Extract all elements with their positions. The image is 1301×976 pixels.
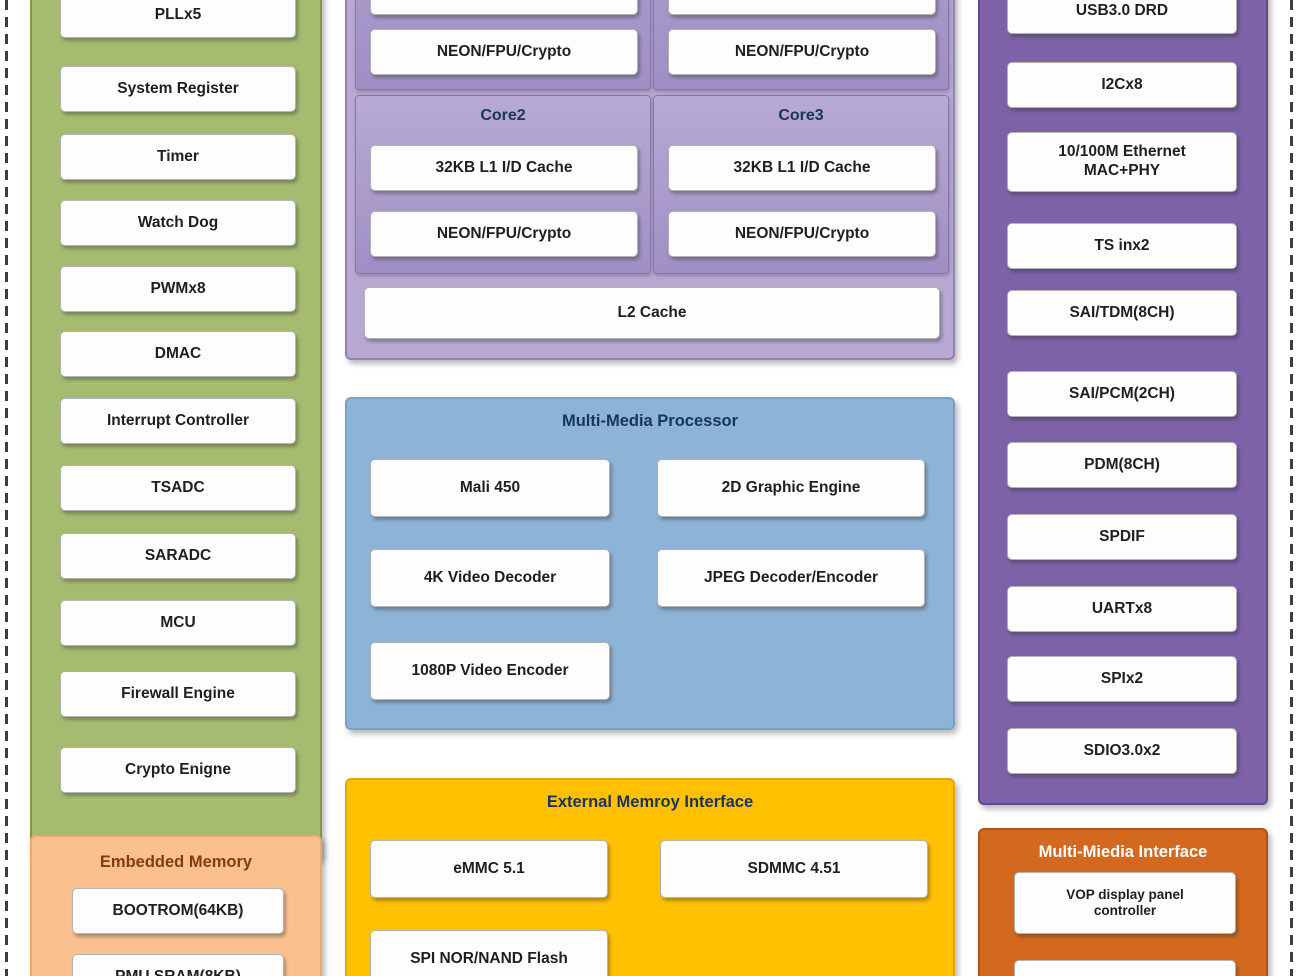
core3-subpanel: Core3 32KB L1 I/D Cache NEON/FPU/Crypto (653, 95, 949, 274)
connectivity-panel: USB3.0 DRD I2Cx8 10/100M Ethernet MAC+PH… (978, 0, 1268, 805)
block-sai-pcm: SAI/PCM(2CH) (1007, 371, 1237, 417)
block-mcu: MCU (60, 600, 296, 646)
core3-label: Core3 (778, 107, 824, 124)
block-core3-l1-cache: 32KB L1 I/D Cache (668, 145, 936, 191)
block-sai-tdm: SAI/TDM(8CH) (1007, 290, 1237, 336)
block-pllx5: PLLx5 (60, 0, 296, 38)
block-ethernet: 10/100M Ethernet MAC+PHY (1007, 132, 1237, 192)
block-tsadc: TSADC (60, 465, 296, 511)
block-l2-cache: L2 Cache (364, 287, 940, 339)
embedded-memory-panel: Embedded Memory BOOTROM(64KB) PMU SRAM(8… (30, 835, 322, 976)
block-core2-neon: NEON/FPU/Crypto (370, 211, 638, 257)
external-memory-title: External Memroy Interface (546, 792, 754, 811)
block-i2c: I2Cx8 (1007, 62, 1237, 108)
block-firewall-engine: Firewall Engine (60, 671, 296, 717)
block-1080p-video-encoder: 1080P Video Encoder (370, 642, 610, 700)
chip-boundary-right-line (1290, 0, 1293, 976)
block-pwmx8: PWMx8 (60, 266, 296, 312)
block-spi-nor-nand-flash: SPI NOR/NAND Flash (370, 930, 608, 976)
block-core3-neon: NEON/FPU/Crypto (668, 211, 936, 257)
block-uart: UARTx8 (1007, 586, 1237, 632)
block-2d-graphic-engine: 2D Graphic Engine (657, 459, 925, 517)
block-watch-dog: Watch Dog (60, 200, 296, 246)
block-core1-neon: NEON/FPU/Crypto (668, 29, 936, 75)
core2-subpanel: Core2 32KB L1 I/D Cache NEON/FPU/Crypto (355, 95, 651, 274)
chip-boundary-left-line (5, 0, 8, 976)
block-interrupt-controller: Interrupt Controller (60, 398, 296, 444)
block-pmu-sram: PMU SRAM(8KB) (72, 954, 284, 976)
block-saradc: SARADC (60, 533, 296, 579)
core0-subpanel: NEON/FPU/Crypto (355, 0, 651, 90)
core2-label: Core2 (480, 107, 526, 124)
block-core0-neon: NEON/FPU/Crypto (370, 29, 638, 75)
block-spi: SPIx2 (1007, 656, 1237, 702)
cpu-panel: NEON/FPU/Crypto NEON/FPU/Crypto Core2 32… (345, 0, 955, 360)
block-mali-450: Mali 450 (370, 459, 610, 517)
block-hdmi: HDMI 2.0 (1014, 960, 1236, 976)
block-sdio: SDIO3.0x2 (1007, 728, 1237, 774)
multimedia-interface-panel: Multi-Miedia Interface VOP display panel… (978, 828, 1268, 976)
block-vop-display-controller: VOP display panel controller (1014, 872, 1236, 934)
block-core0-l1-cache (370, 0, 638, 15)
multimedia-processor-title: Multi-Media Processor (561, 411, 739, 430)
block-usb3-drd: USB3.0 DRD (1007, 0, 1237, 34)
block-spdif: SPDIF (1007, 514, 1237, 560)
multimedia-interface-title: Multi-Miedia Interface (1038, 842, 1208, 861)
core1-subpanel: NEON/FPU/Crypto (653, 0, 949, 90)
block-crypto-engine: Crypto Enigne (60, 747, 296, 793)
block-core2-l1-cache: 32KB L1 I/D Cache (370, 145, 638, 191)
block-emmc: eMMC 5.1 (370, 840, 608, 898)
block-bootrom: BOOTROM(64KB) (72, 888, 284, 934)
block-timer: Timer (60, 134, 296, 180)
block-dmac: DMAC (60, 331, 296, 377)
block-jpeg-decoder-encoder: JPEG Decoder/Encoder (657, 549, 925, 607)
system-panel: PLLx5 System Register Timer Watch Dog PW… (30, 0, 322, 860)
block-system-register: System Register (60, 66, 296, 112)
block-pdm: PDM(8CH) (1007, 442, 1237, 488)
block-core1-l1-cache (668, 0, 936, 15)
block-sdmmc: SDMMC 4.51 (660, 840, 928, 898)
external-memory-panel: External Memroy Interface eMMC 5.1 SDMMC… (345, 778, 955, 976)
multimedia-processor-panel: Multi-Media Processor Mali 450 2D Graphi… (345, 397, 955, 730)
embedded-memory-title: Embedded Memory (99, 852, 253, 871)
block-4k-video-decoder: 4K Video Decoder (370, 549, 610, 607)
block-ts-in: TS inx2 (1007, 223, 1237, 269)
